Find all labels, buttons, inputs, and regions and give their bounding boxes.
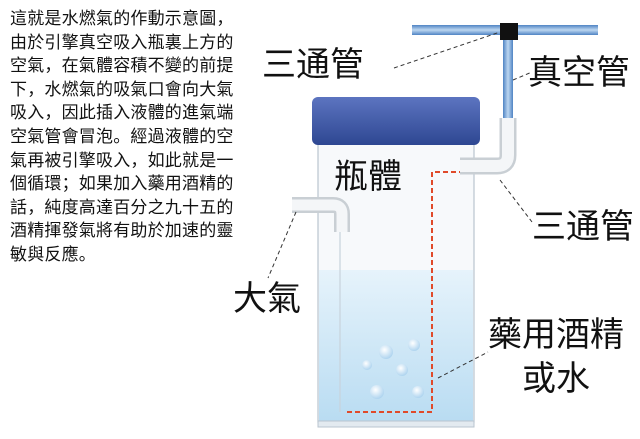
air-inlet-tube: [292, 197, 350, 412]
flow-line: [347, 171, 460, 413]
bubble: [408, 339, 420, 351]
leader-lines: [267, 31, 533, 379]
bottle: [312, 97, 480, 428]
bottle-lid: [312, 97, 480, 145]
label-tee-right: 三通管: [532, 207, 634, 247]
bubble: [370, 385, 384, 399]
outlet-tube: [460, 118, 517, 175]
bubble: [379, 345, 393, 359]
vacuum-tube: [503, 40, 513, 118]
bubble: [362, 360, 372, 370]
bubble: [396, 364, 408, 376]
liquid: [319, 270, 473, 421]
label-vacuum-tube: 真空管: [528, 53, 630, 93]
label-liquid-line2: 或水: [522, 359, 590, 399]
label-bottle: 瓶體: [334, 157, 402, 197]
bubble: [412, 386, 424, 398]
tee-connector: [500, 23, 518, 40]
label-atmosphere: 大氣: [233, 279, 301, 319]
description-text: 這就是水燃氣的作動示意圖，由於引擎真空吸入瓶裏上方的空氣，在氣體容積不變的前提下…: [10, 9, 234, 265]
label-liquid-line1: 藥用酒精: [488, 315, 624, 355]
bubbles: [362, 339, 424, 399]
label-tee-top: 三通管: [262, 45, 364, 85]
